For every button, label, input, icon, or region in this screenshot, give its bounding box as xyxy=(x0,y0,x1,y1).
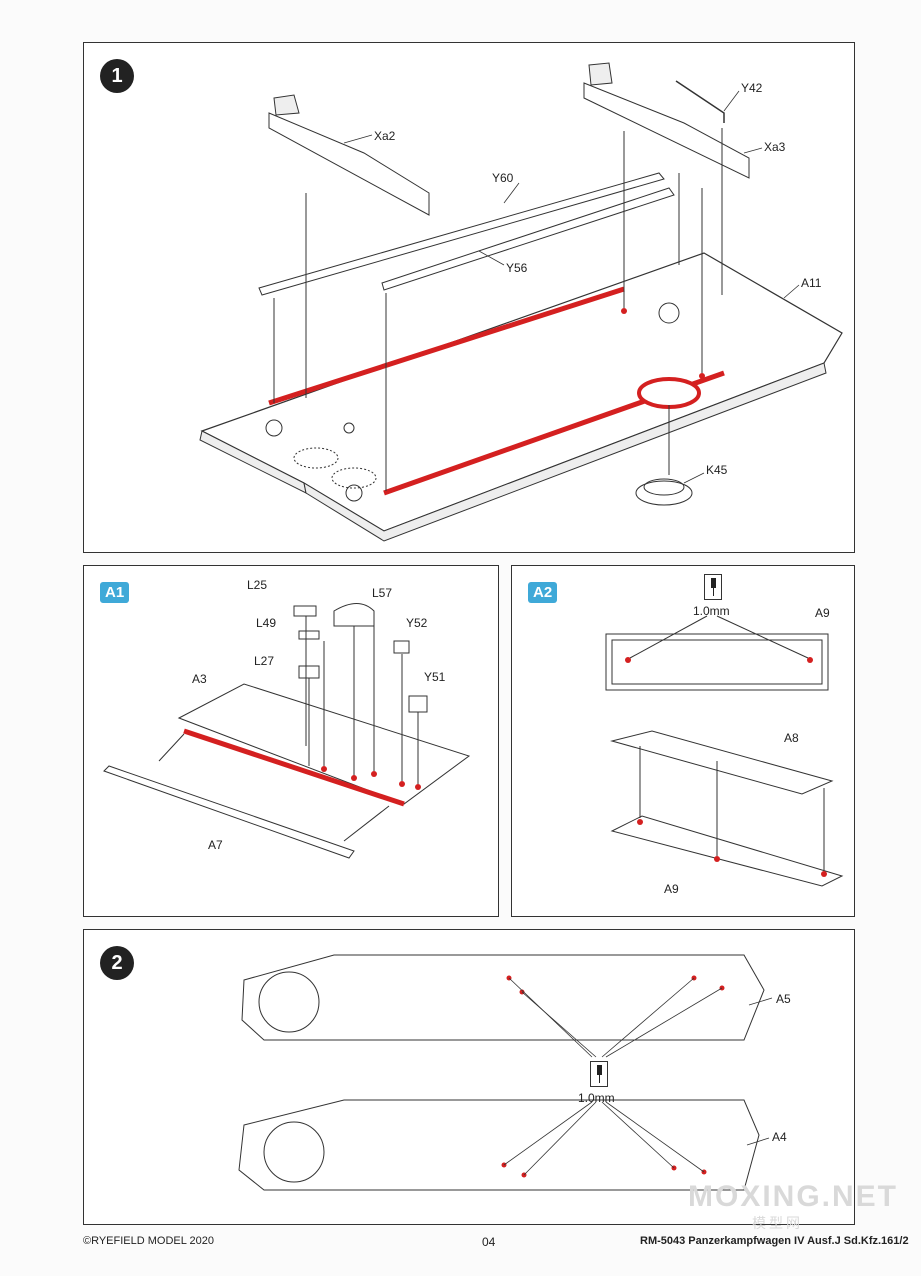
watermark-main: MOXING.NET xyxy=(688,1180,899,1213)
step-a2-badge: A2 xyxy=(528,582,558,603)
part-label-y60: Y60 xyxy=(492,171,514,185)
part-label-l49: L49 xyxy=(256,616,277,630)
part-label-a4: A4 xyxy=(772,1130,787,1144)
drill-size-label: 1.0mm xyxy=(578,1091,615,1105)
part-label-a8: A8 xyxy=(784,731,799,745)
part-label-xa3: Xa3 xyxy=(764,140,786,154)
part-label-xa2: Xa2 xyxy=(374,129,396,143)
part-label-a9-bottom: A9 xyxy=(664,882,679,896)
part-label-a9-top: A9 xyxy=(815,606,830,620)
part-label-k45: K45 xyxy=(706,463,728,477)
step-a1-drawing xyxy=(103,603,471,859)
drill-icon xyxy=(704,574,722,600)
step-1-drawing xyxy=(199,62,843,542)
part-label-a11: A11 xyxy=(801,276,822,290)
drill-icon xyxy=(590,1061,608,1087)
step-2-drawing xyxy=(238,954,773,1191)
part-label-y52: Y52 xyxy=(406,616,428,630)
step-a2-panel: A2 1.0mm A9 A8 A9 xyxy=(511,565,855,917)
part-label-l27: L27 xyxy=(254,654,275,668)
step-a1-badge: A1 xyxy=(100,582,130,603)
part-label-l57: L57 xyxy=(372,586,393,600)
part-label-y51: Y51 xyxy=(424,670,446,684)
watermark-sub: 模型网 xyxy=(752,1215,803,1231)
step-1-panel: 1 Xa2 Y42 Xa3 Y60 Y56 A11 K45 xyxy=(83,42,855,553)
part-label-a3: A3 xyxy=(192,672,207,686)
part-label-l25: L25 xyxy=(247,578,268,592)
footer-product: RM-5043 Panzerkampfwagen IV Ausf.J Sd.Kf… xyxy=(640,1235,909,1247)
part-label-y42: Y42 xyxy=(741,81,763,95)
step-1-badge: 1 xyxy=(100,59,134,93)
footer-page-number: 04 xyxy=(482,1235,496,1249)
part-label-a7: A7 xyxy=(208,838,223,852)
footer-copyright: ©RYEFIELD MODEL 2020 xyxy=(83,1235,214,1247)
step-2-panel: 2 1.0mm A5 A4 xyxy=(83,929,855,1225)
step-a1-panel: A1 L25 L57 L49 Y52 L27 Y51 A3 A7 xyxy=(83,565,499,917)
step-a2-drawing xyxy=(605,615,844,887)
part-label-y56: Y56 xyxy=(506,261,528,275)
drill-size-label: 1.0mm xyxy=(693,604,730,618)
part-label-a5: A5 xyxy=(776,992,791,1006)
step-2-badge: 2 xyxy=(100,946,134,980)
